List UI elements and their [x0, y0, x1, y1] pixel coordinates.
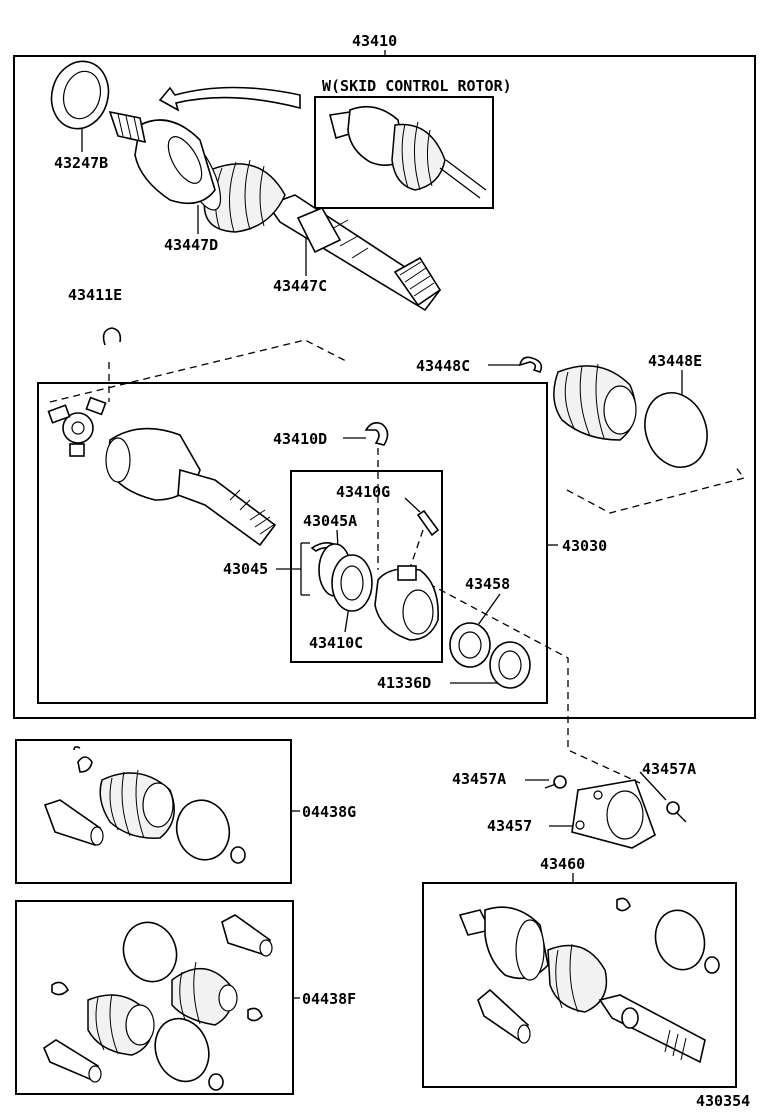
- label-43447c: 43447C: [273, 277, 327, 295]
- label-41336d: 41336D: [377, 674, 431, 692]
- label-43030: 43030: [562, 537, 607, 555]
- label-04438f: 04438F: [302, 990, 356, 1008]
- label-43045a: 43045A: [303, 512, 357, 530]
- label-43448c: 43448C: [416, 357, 470, 375]
- outer-cv-joint-shaft: [50, 60, 442, 312]
- label-43457a-left: 43457A: [452, 770, 506, 788]
- label-04438g: 04438G: [302, 803, 356, 821]
- label-43448e: 43448E: [648, 352, 702, 370]
- variant-w-frame: [314, 96, 494, 209]
- inboard-joint: [47, 327, 531, 689]
- boot-kit-g: [43, 746, 246, 864]
- leader-lines: [81, 128, 683, 999]
- assembly-dash-lines: [49, 339, 746, 784]
- bearing-subassembly-frame: [290, 470, 443, 663]
- shaft-assembly-43460: [458, 897, 720, 1064]
- variant-w-joint: [329, 105, 487, 199]
- label-43045: 43045: [223, 560, 268, 578]
- label-43460: 43460: [540, 855, 585, 873]
- inner-boot-43448e: [518, 356, 708, 468]
- inboard-joint-frame: [37, 382, 548, 704]
- label-43410d: 43410D: [273, 430, 327, 448]
- label-variant-w: W(SKID CONTROL ROTOR): [322, 77, 512, 95]
- label-43247b: 43247B: [54, 154, 108, 172]
- label-43457a-right: 43457A: [642, 760, 696, 778]
- bracket-43457: [544, 775, 687, 849]
- label-43411e: 43411E: [68, 286, 122, 304]
- shaft-assembly-43460-frame: [422, 882, 737, 1088]
- label-43410: 43410: [352, 32, 397, 50]
- figure-id: 430354: [696, 1092, 750, 1110]
- label-43447d: 43447D: [164, 236, 218, 254]
- label-43410g: 43410G: [336, 483, 390, 501]
- label-43410c: 43410C: [309, 634, 363, 652]
- label-43457: 43457: [487, 817, 532, 835]
- label-43458: 43458: [465, 575, 510, 593]
- boot-kit-f: [43, 914, 273, 1091]
